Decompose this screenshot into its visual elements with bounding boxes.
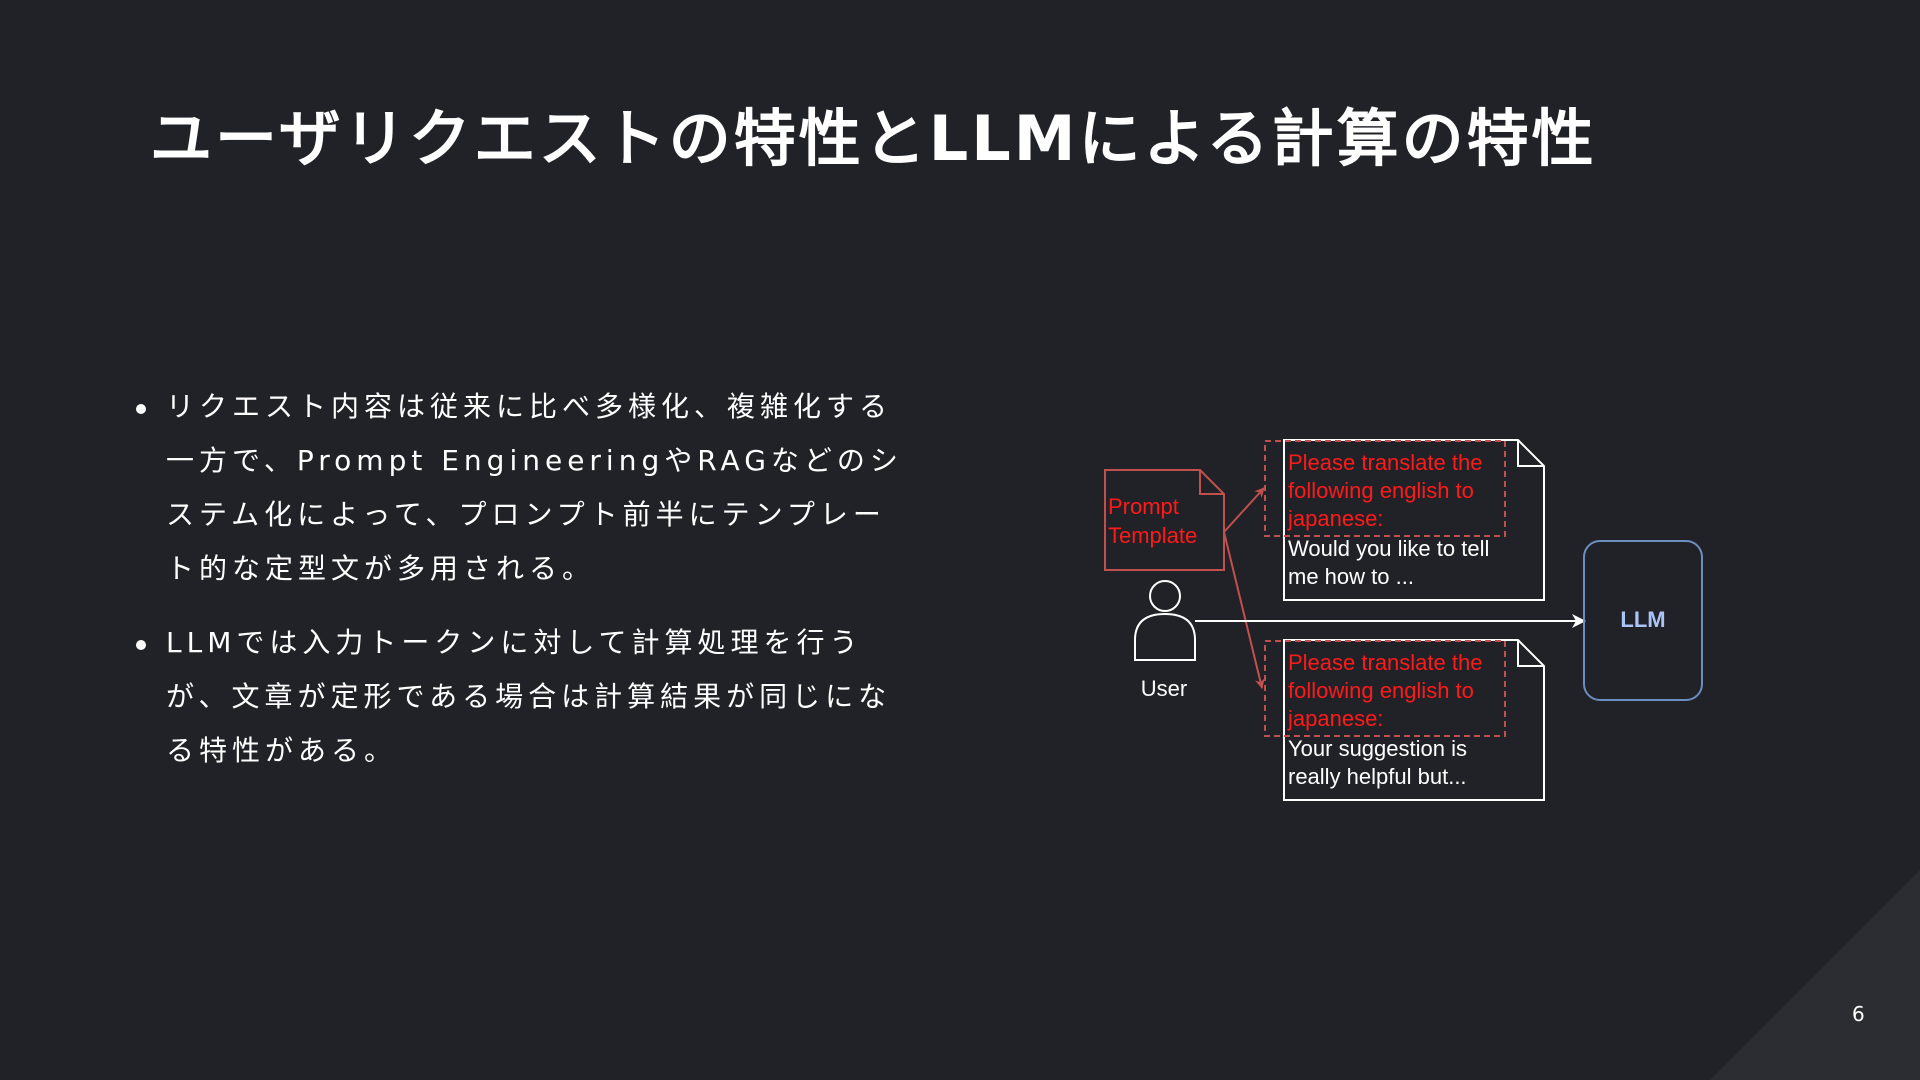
prompt-template-label: Prompt [1108,494,1179,519]
doc-bottom-template-line: japanese: [1287,706,1383,731]
corner-decoration [1710,870,1920,1080]
template-arrow-top [1223,487,1265,533]
template-region-top [1264,440,1506,537]
doc-bottom-template-line: following english to [1288,678,1474,703]
bullet-text-line: ステム化によって、プロンプト前半にテンプレー [166,498,886,531]
slide-title: ユーザリクエストの特性とLLMによる計算の特性 [150,102,1597,175]
user-body-icon [1134,612,1196,661]
bullet-text-line: る特性がある。 [166,734,398,767]
bullet-text-line: 一方で、Prompt EngineeringやRAGなどのシ [166,444,903,477]
user-head-icon [1149,580,1181,612]
bullet-list: リクエスト内容は従来に比べ多様化、複雑化する 一方で、Prompt Engine… [130,380,930,798]
page-number: 6 [1852,1002,1865,1026]
user-label: User [1141,676,1187,701]
request-doc-bottom: Please translate the following english t… [1264,639,1545,801]
bullet-text-line: LLMでは入力トークンに対して計算処理を行う [166,626,863,659]
request-doc-top: Please translate the following english t… [1264,439,1545,601]
doc-top-template-line: following english to [1288,478,1474,503]
bullet-text-line: が、文章が定形である場合は計算結果が同じにな [166,680,892,713]
doc-top-user-line: Would you like to tell [1288,536,1489,561]
bullet-dot-icon [136,640,146,650]
prompt-template-doc-icon [1104,469,1225,571]
bullet-dot-icon [136,404,146,414]
template-arrow-bottom [1223,531,1265,689]
user-actor: User [1134,580,1196,701]
doc-top-template-line: Please translate the [1288,450,1482,475]
bullet-text-line: リクエスト内容は従来に比べ多様化、複雑化する [166,390,893,423]
prompt-template-doc: Prompt Template [1104,469,1225,571]
doc-bottom-template-line: Please translate the [1288,650,1482,675]
bullet-item: LLMでは入力トークンに対して計算処理を行う が、文章が定形である場合は計算結果… [130,616,930,778]
doc-bottom-user-line: really helpful but... [1288,764,1467,789]
doc-top-template-line: japanese: [1287,506,1383,531]
doc-top-user-line: me how to ... [1288,564,1414,589]
llm-node: LLM [1583,540,1703,701]
prompt-template-label: Template [1108,523,1197,548]
llm-box [1583,540,1703,701]
doc-bottom-user-line: Your suggestion is [1288,736,1467,761]
template-region-bottom [1264,640,1506,737]
bullet-item: リクエスト内容は従来に比べ多様化、複雑化する 一方で、Prompt Engine… [130,380,930,596]
llm-label: LLM [1620,607,1665,632]
bullet-text-line: ト的な定型文が多用される。 [166,552,596,585]
